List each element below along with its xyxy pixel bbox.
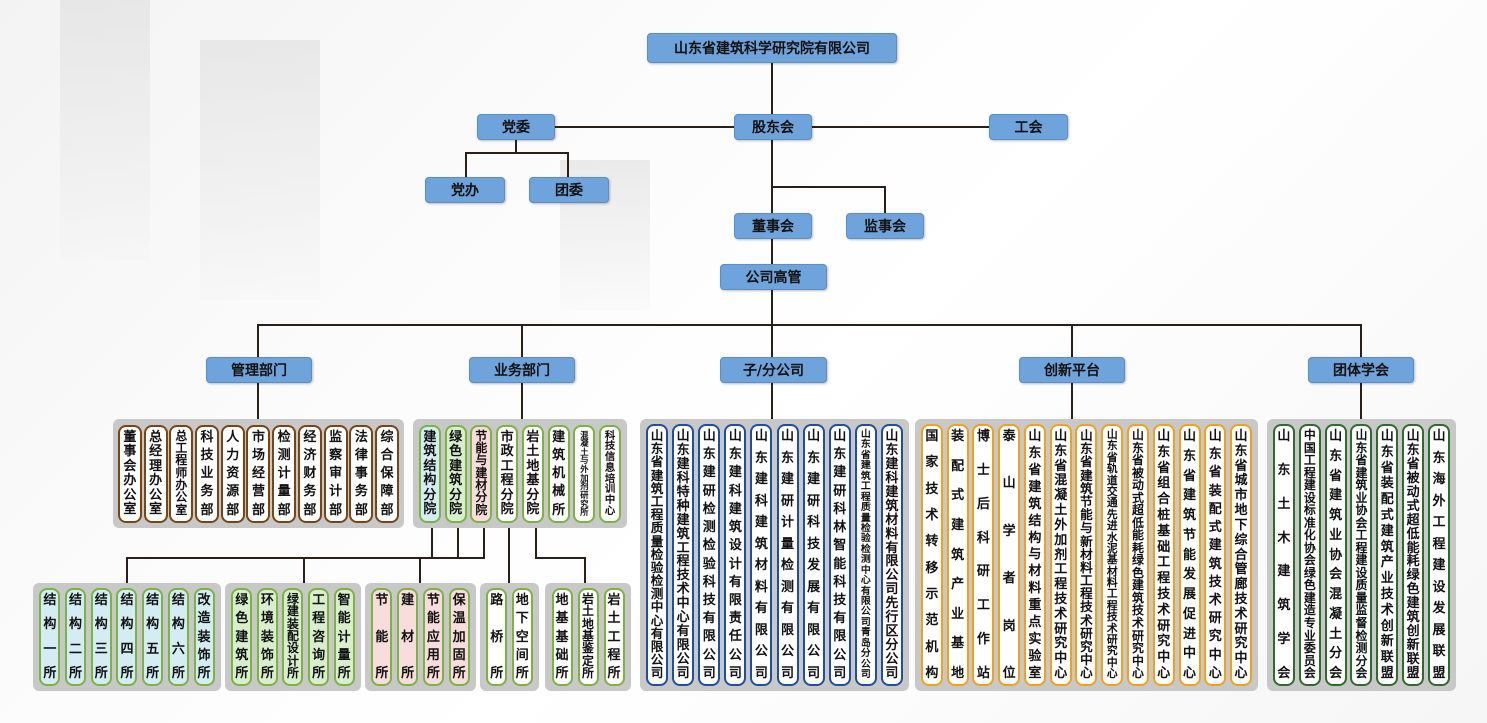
geotech-institutes-group: 地基基础所岩土地基鉴定所岩土工程所 (545, 583, 631, 691)
management-item[interactable]: 人力资源部 (220, 424, 245, 523)
structure-institutes-item[interactable]: 结构三所 (90, 588, 112, 686)
innovation-item[interactable]: 博士后科研工作站 (972, 424, 995, 686)
company-node[interactable]: 山东省建筑科学研究院有限公司 (647, 33, 897, 63)
subsidiaries-item[interactable]: 山东建研科林智能科技有限公司 (828, 424, 851, 686)
energy-institutes-item[interactable]: 建材所 (397, 588, 419, 686)
business-item[interactable]: 科技信息培训中心 (599, 424, 622, 523)
green-institutes-item[interactable]: 工程咨询所 (308, 588, 330, 686)
business-item[interactable]: 节能与建材分院 (470, 424, 493, 523)
geotech-institutes-item[interactable]: 岩土地基鉴定所 (577, 588, 599, 686)
structure-institutes-item[interactable]: 结构二所 (65, 588, 87, 686)
associations-item[interactable]: 中国工程建设标准化协会绿色建造专业委员会 (1298, 424, 1321, 686)
associations-item[interactable]: 山东土木建筑学会 (1272, 424, 1295, 686)
innovation-item[interactable]: 山东省轨道交通先进水泥基材料工程技术研究中心 (1101, 424, 1124, 686)
energy-institutes-group: 节能所建材所节能应用所保温加固所 (365, 583, 476, 691)
innovation-item[interactable]: 山东省建筑节能发展促进中心 (1178, 424, 1201, 686)
structure-institutes-item[interactable]: 改造装饰所 (193, 588, 215, 686)
innovation-item[interactable]: 山东省建筑节能与新材料工程技术研究中心 (1075, 424, 1098, 686)
supervisors-node[interactable]: 监事会 (846, 213, 924, 239)
executives-node[interactable]: 公司高管 (720, 264, 827, 290)
subsidiaries-item[interactable]: 山东省建筑工程质量检验检测中心有限公司青岛分公司 (854, 424, 877, 686)
green-institutes-item[interactable]: 绿建装配设计所 (282, 588, 304, 686)
associations-item[interactable]: 山东省被动式超低能耗绿色建筑创新联盟 (1402, 424, 1425, 686)
subsidiaries-item[interactable]: 山东建研计量检测有限公司 (776, 424, 799, 686)
category-innovation[interactable]: 创新平台 (1019, 357, 1125, 383)
party-office-node[interactable]: 党办 (425, 177, 505, 203)
green-institutes-group: 绿色建筑所环境装饰所绿建装配设计所工程咨询所智能计量所 (225, 583, 361, 691)
structure-institutes-group: 结构一所结构二所结构三所结构四所结构五所结构六所改造装饰所 (33, 583, 221, 691)
party-committee-node[interactable]: 党委 (477, 114, 555, 140)
municipal-institutes-item[interactable]: 路桥所 (486, 588, 508, 686)
subsidiaries-group: 山东省建筑工程质量检验检测中心有限公司山东建科特种建筑工程技术中心有限公司山东建… (640, 419, 909, 691)
board-node[interactable]: 董事会 (734, 213, 812, 239)
background-building (60, 0, 150, 260)
business-item[interactable]: 建筑结构分院 (418, 424, 441, 523)
management-item[interactable]: 监察审计部 (323, 424, 348, 523)
structure-institutes-item[interactable]: 结构六所 (167, 588, 189, 686)
innovation-item[interactable]: 国家技术转移示范机构 (920, 424, 943, 686)
associations-item[interactable]: 山东省建筑业协会工程建设质量监督检测分会 (1350, 424, 1373, 686)
union-node[interactable]: 工会 (989, 114, 1068, 140)
green-institutes-item[interactable]: 绿色建筑所 (231, 588, 253, 686)
management-departments-group: 董事会办公室总经理办公室总工程师办公室科技业务部人力资源部市场经营部检测计量部经… (113, 419, 404, 528)
management-item[interactable]: 董事会办公室 (117, 424, 142, 523)
innovation-item[interactable]: 山东省建筑结构与材料重点实验室 (1023, 424, 1046, 686)
subsidiaries-item[interactable]: 山东省建筑工程质量检验检测中心有限公司 (646, 424, 669, 686)
management-item[interactable]: 法律事务部 (349, 424, 374, 523)
innovation-item[interactable]: 山东省混凝土外加剂工程技术研究中心 (1049, 424, 1072, 686)
innovation-item[interactable]: 山东省组合桩基础工程技术研究中心 (1152, 424, 1175, 686)
innovation-item[interactable]: 山东省装配式建筑技术研究中心 (1204, 424, 1227, 686)
management-item[interactable]: 经济财务部 (297, 424, 322, 523)
business-units-group: 建筑结构分院绿色建筑分院节能与建材分院市政工程分院岩土地基分院建筑机械所混凝土与… (413, 419, 627, 528)
business-item[interactable]: 市政工程分院 (496, 424, 519, 523)
business-item[interactable]: 建筑机械所 (547, 424, 570, 523)
energy-institutes-item[interactable]: 节能所 (371, 588, 393, 686)
management-item[interactable]: 检测计量部 (272, 424, 297, 523)
energy-institutes-item[interactable]: 节能应用所 (422, 588, 444, 686)
innovation-item[interactable]: 山东省城市地下综合管廊技术研究中心 (1230, 424, 1253, 686)
subsidiaries-item[interactable]: 山东建研科技发展有限公司 (802, 424, 825, 686)
subsidiaries-item[interactable]: 山东建科建筑材料有限公司先行区分公司 (880, 424, 903, 686)
category-business[interactable]: 业务部门 (469, 357, 575, 383)
innovation-item[interactable]: 装配式建筑产业基地 (946, 424, 969, 686)
management-item[interactable]: 科技业务部 (195, 424, 220, 523)
innovation-item[interactable]: 泰山学者岗位 (998, 424, 1021, 686)
subsidiaries-item[interactable]: 山东建科建筑设计有限责任公司 (724, 424, 747, 686)
business-item[interactable]: 岩土地基分院 (521, 424, 544, 523)
management-item[interactable]: 市场经营部 (246, 424, 271, 523)
green-institutes-item[interactable]: 智能计量所 (333, 588, 355, 686)
category-associations[interactable]: 团体学会 (1308, 357, 1414, 383)
structure-institutes-item[interactable]: 结构四所 (116, 588, 138, 686)
associations-group: 山东土木建筑学会中国工程建设标准化协会绿色建造专业委员会山东省建筑业协会混凝土分… (1267, 419, 1456, 691)
management-item[interactable]: 总经理办公室 (143, 424, 168, 523)
youth-league-node[interactable]: 团委 (529, 177, 609, 203)
geotech-institutes-item[interactable]: 地基基础所 (551, 588, 573, 686)
background-building (200, 40, 320, 300)
subsidiaries-item[interactable]: 山东建科建筑材料有限公司 (750, 424, 773, 686)
associations-item[interactable]: 山东海外工程建设发展联盟 (1427, 424, 1450, 686)
category-subsidiaries[interactable]: 子/分公司 (720, 357, 827, 383)
category-management[interactable]: 管理部门 (206, 357, 312, 383)
associations-item[interactable]: 山东省装配式建筑产业技术创新联盟 (1376, 424, 1399, 686)
structure-institutes-item[interactable]: 结构五所 (142, 588, 164, 686)
geotech-institutes-item[interactable]: 岩土工程所 (603, 588, 625, 686)
associations-item[interactable]: 山东省建筑业协会混凝土分会 (1324, 424, 1347, 686)
structure-institutes-item[interactable]: 结构一所 (39, 588, 61, 686)
management-item[interactable]: 综合保障部 (375, 424, 400, 523)
subsidiaries-item[interactable]: 山东建研检测检验科技有限公司 (698, 424, 721, 686)
municipal-institutes-group: 路桥所地下空间所 (480, 583, 539, 691)
innovation-platforms-group: 国家技术转移示范机构装配式建筑产业基地博士后科研工作站泰山学者岗位山东省建筑结构… (915, 419, 1258, 691)
green-institutes-item[interactable]: 环境装饰所 (256, 588, 278, 686)
business-item[interactable]: 绿色建筑分院 (444, 424, 467, 523)
municipal-institutes-item[interactable]: 地下空间所 (511, 588, 533, 686)
business-item[interactable]: 混凝土与外加剂研究所 (573, 424, 596, 523)
subsidiaries-item[interactable]: 山东建科特种建筑工程技术中心有限公司 (672, 424, 695, 686)
innovation-item[interactable]: 山东省被动式超低能耗绿色建筑技术研究中心 (1127, 424, 1149, 686)
management-item[interactable]: 总工程师办公室 (169, 424, 194, 523)
shareholders-node[interactable]: 股东会 (734, 114, 812, 140)
energy-institutes-item[interactable]: 保温加固所 (448, 588, 470, 686)
